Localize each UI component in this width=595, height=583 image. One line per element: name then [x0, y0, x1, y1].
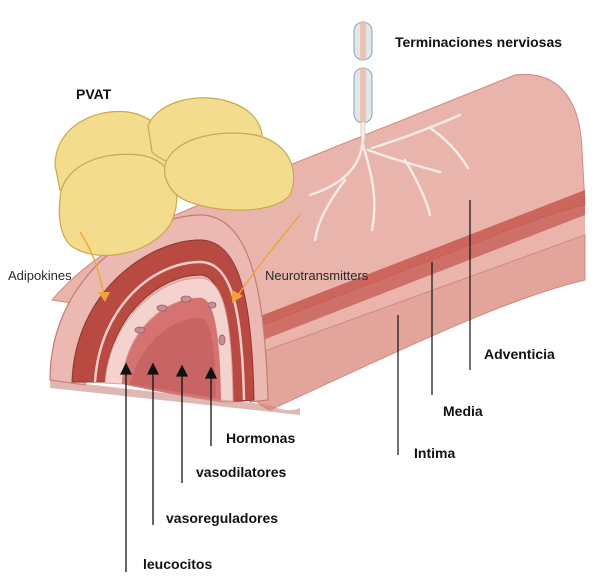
- nerve-fiber: [354, 22, 372, 140]
- label-neurotransmitters: Neurotransmitters: [265, 268, 368, 283]
- label-vasodilators: vasodilatores: [196, 464, 286, 480]
- label-vasoregulators: vasoreguladores: [166, 510, 278, 526]
- label-pvat: PVAT: [76, 86, 111, 102]
- label-leukocytes: leucocitos: [143, 556, 212, 572]
- label-hormones: Hormonas: [226, 430, 295, 446]
- label-adventitia: Adventicia: [484, 346, 555, 362]
- label-nerve-endings: Terminaciones nerviosas: [395, 34, 562, 50]
- label-intima: Intima: [414, 445, 455, 461]
- label-media: Media: [443, 403, 483, 419]
- label-adipokines: Adipokines: [8, 268, 72, 283]
